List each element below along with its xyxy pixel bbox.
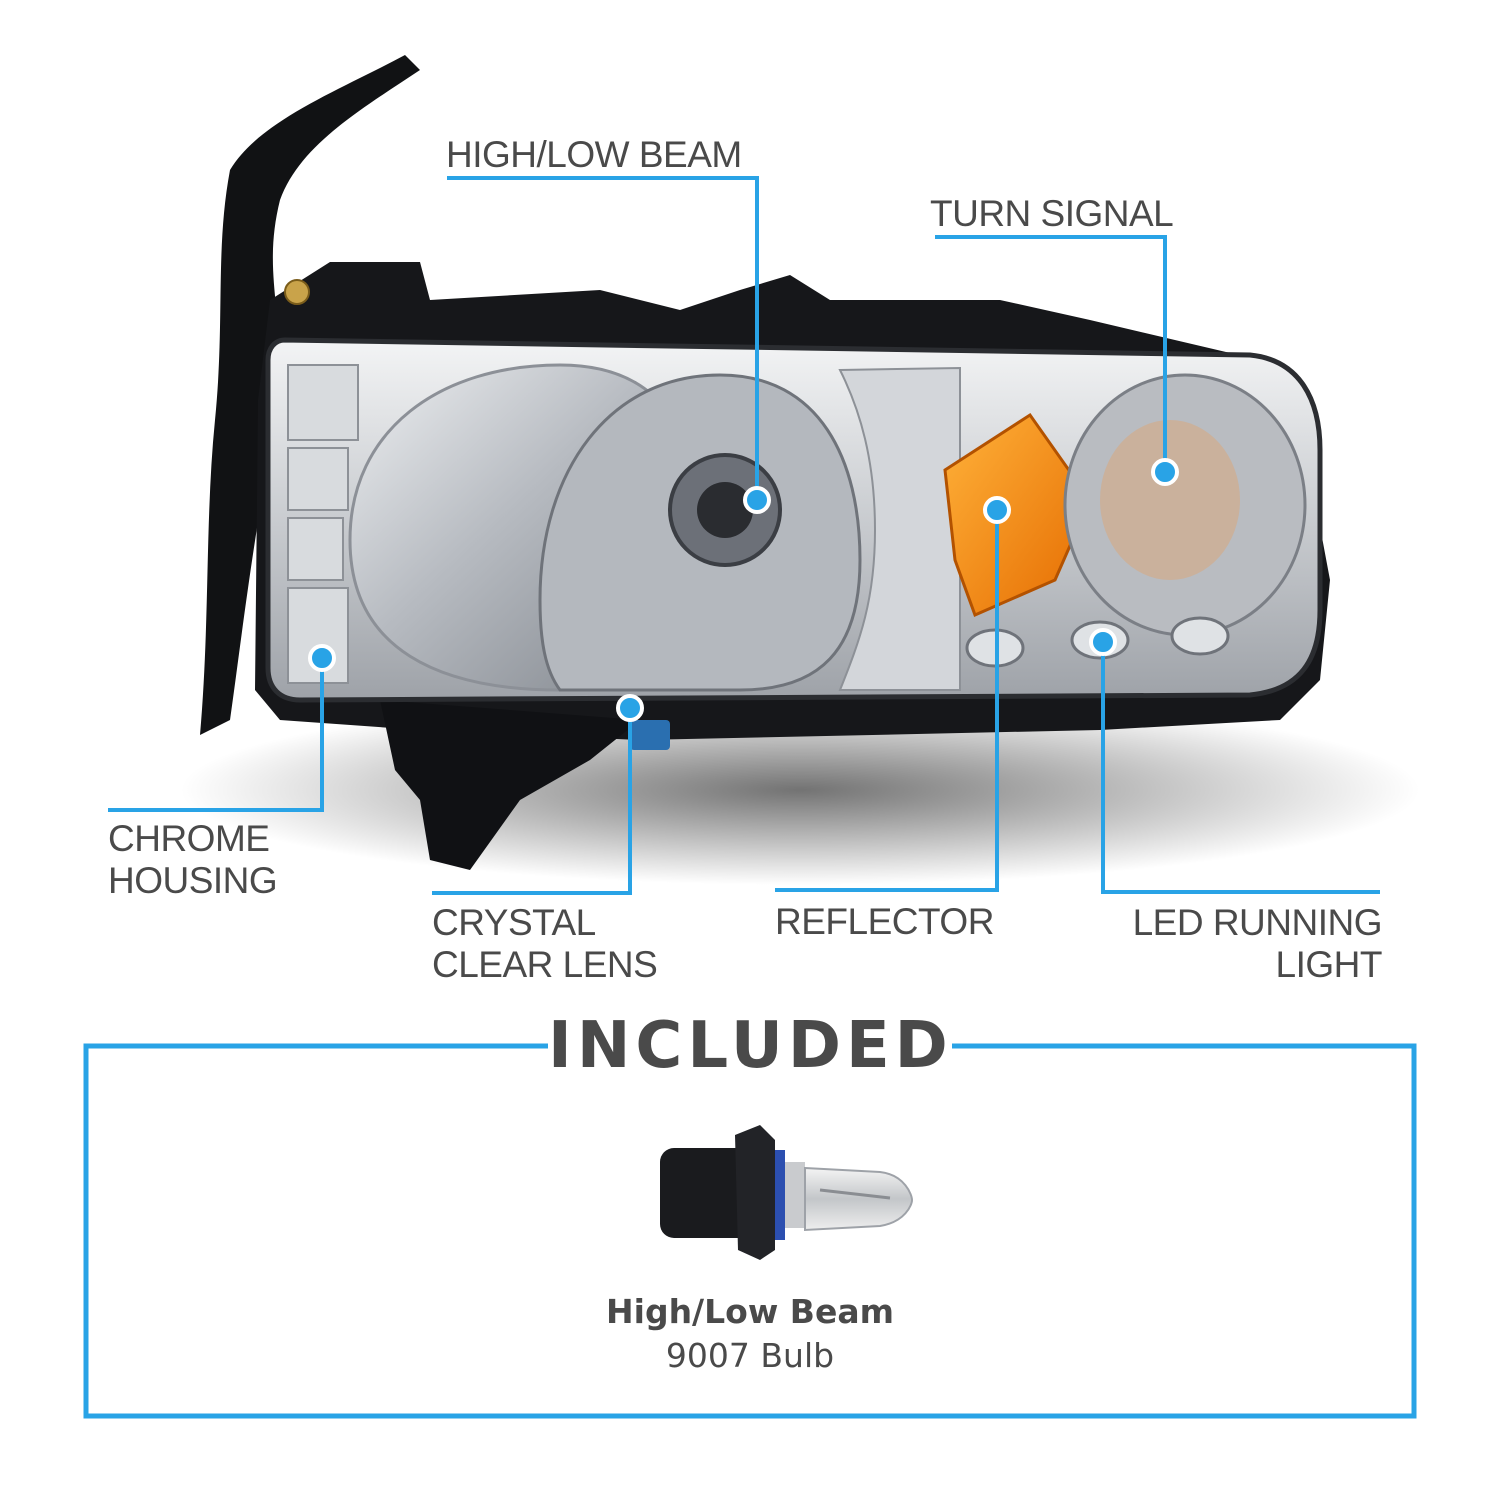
turn-signal-amber-lens [943,412,1092,618]
callout-crystal-clear-lens-line-1: CRYSTAL [432,902,596,943]
included-heading: INCLUDED [548,1006,952,1086]
callout-chrome-housing-line-1: CHROME [108,818,270,859]
callout-high-low-beam: HIGH/LOW BEAM [446,134,742,175]
bulb-type: 9007 Bulb [665,1336,835,1375]
callout-lines [108,176,1380,895]
housing-mount-bottom [380,700,640,870]
connector-clip [630,720,670,750]
callout-chrome-housing: CHROME HOUSING [108,818,278,902]
included-box-frame [83,1043,1417,1419]
callout-turn-signal: TURN SIGNAL [930,193,1174,234]
bulb-name: High/Low Beam [606,1292,894,1331]
callout-reflector: REFLECTOR [775,901,994,942]
callout-led-running-light-line-1: LED RUNNING [1132,902,1383,943]
chrome-center-panel [838,366,961,691]
bulb-9007-image [660,1125,914,1260]
callout-led-running-light-line-2: LIGHT [1275,944,1383,985]
mounting-screw [284,279,310,305]
mounting-bracket [200,55,420,735]
callout-chrome-housing-line-2: HOUSING [108,860,278,901]
callout-crystal-clear-lens-line-2: CLEAR LENS [432,944,658,985]
turn-signal-glow [1100,420,1240,580]
callout-dots [308,458,1179,722]
socket-core [697,482,753,538]
callout-crystal-clear-lens: CRYSTAL CLEAR LENS [432,902,658,986]
chrome-side-blocks [287,364,359,684]
callout-led-running-light: LED RUNNING LIGHT [1100,902,1383,986]
